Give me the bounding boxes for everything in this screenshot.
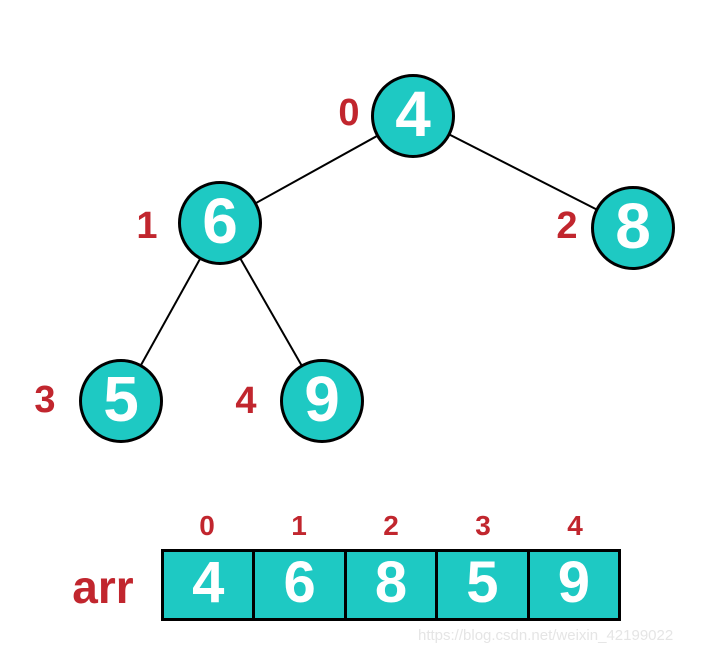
tree-node-2: 8 <box>591 186 675 270</box>
array-index-1: 1 <box>291 510 307 541</box>
array-cell-0: 4 <box>164 550 253 618</box>
array-cell-2: 8 <box>343 550 436 618</box>
array-cell-4: 9 <box>526 550 619 618</box>
node-value: 6 <box>202 185 238 257</box>
array-cell-value: 9 <box>557 550 590 615</box>
node-value: 8 <box>615 190 651 262</box>
node-index-label-3: 3 <box>34 379 56 421</box>
array-cell-value: 4 <box>192 550 225 615</box>
array-cell-3: 5 <box>435 550 527 618</box>
array-cell-1: 6 <box>252 550 344 618</box>
node-value: 9 <box>304 363 340 435</box>
array-index-0: 0 <box>199 510 215 541</box>
watermark: https://blog.csdn.net/weixin_42199022 <box>418 627 674 644</box>
node-value: 5 <box>103 363 139 435</box>
node-index-label-1: 1 <box>136 205 158 247</box>
array-index-4: 4 <box>567 510 583 541</box>
array-cell-value: 8 <box>374 550 408 615</box>
node-index-label-0: 0 <box>338 92 360 134</box>
tree-node-1: 6 <box>178 181 262 265</box>
array-index-3: 3 <box>475 510 491 541</box>
node-index-label-2: 2 <box>556 205 578 247</box>
array-cell-value: 6 <box>283 550 316 615</box>
tree-node-3: 5 <box>79 359 163 443</box>
node-value: 4 <box>395 78 431 150</box>
tree-node-0: 4 <box>371 74 455 158</box>
node-index-label-4: 4 <box>235 380 257 422</box>
array: 4 6 8 5 9 <box>161 549 621 621</box>
tree-node-4: 9 <box>280 359 364 443</box>
array-index-row: 0 1 2 3 4 <box>161 512 621 540</box>
array-index-2: 2 <box>383 510 399 541</box>
array-cell-value: 5 <box>466 550 499 615</box>
array-label: arr <box>72 561 134 613</box>
